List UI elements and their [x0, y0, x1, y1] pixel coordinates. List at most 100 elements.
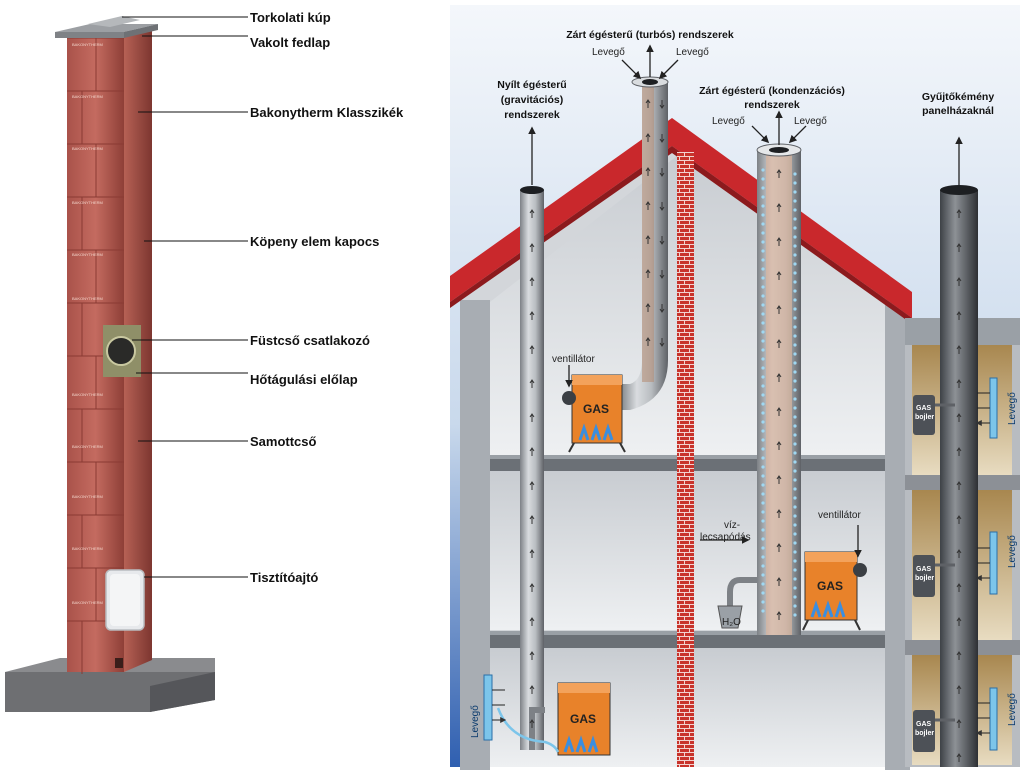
condensate-label-2: lecsapódás: [700, 532, 751, 543]
condensate-drop: [793, 244, 797, 248]
condensate-drop: [793, 433, 797, 437]
brand-mark: BAKONYTHERM: [72, 200, 103, 205]
turbo-air-right: Levegő: [676, 47, 709, 58]
open-system-flue: [520, 190, 544, 750]
condensate-drop: [761, 528, 765, 532]
condensate-drop: [761, 564, 765, 568]
flow-arrow: [776, 611, 782, 620]
flow-arrow: [529, 617, 535, 626]
flow-arrow: [956, 549, 962, 558]
condensate-drop: [761, 231, 765, 235]
chimney-cover-plate: [55, 24, 158, 32]
condensate-drop: [793, 505, 797, 509]
condensate-drop: [793, 325, 797, 329]
condensate-drop: [793, 496, 797, 500]
brand-mark: BAKONYTHERM: [72, 252, 103, 257]
flow-arrow: [645, 99, 651, 108]
flow-arrow: [956, 685, 962, 694]
flow-arrow: [956, 651, 962, 660]
flow-arrow: [645, 201, 651, 210]
flow-arrow: [956, 209, 962, 218]
flow-arrow: [645, 133, 651, 142]
flow-arrow: [776, 543, 782, 552]
brand-mark: BAKONYTHERM: [72, 94, 103, 99]
condensing-boiler-gas: GAS: [817, 579, 843, 593]
flow-arrow: [776, 509, 782, 518]
open-boiler-gas: GAS: [570, 712, 596, 726]
condensate-drop: [761, 411, 765, 415]
turbo-boiler: GAS: [562, 374, 626, 453]
condensate-drop: [761, 447, 765, 451]
svg-text:bojler: bojler: [915, 414, 934, 421]
condensate-drop: [761, 321, 765, 325]
condensing-air-in-left: [751, 125, 770, 144]
condensing-system-title-2: rendszerek: [744, 99, 800, 111]
flow-arrow: [659, 236, 665, 245]
condensate-drop: [761, 456, 765, 460]
condensate-drop: [761, 213, 765, 217]
label-clip: Köpeny elem kapocs: [250, 234, 379, 249]
turbo-air-left: Levegő: [592, 47, 625, 58]
svg-text:bojler: bojler: [915, 730, 934, 737]
flow-arrow: [645, 269, 651, 278]
flow-arrow: [776, 271, 782, 280]
fan-label-turbo: ventillátor: [552, 354, 595, 365]
condensate-drop: [793, 370, 797, 374]
air-vent-middle: [977, 531, 998, 595]
flow-arrow: [659, 304, 665, 313]
condensate-drop: [793, 415, 797, 419]
flow-arrow: [956, 243, 962, 252]
flow-arrow: [529, 719, 535, 728]
condensing-system-title-1: Zárt égésterű (kondenzációs): [699, 85, 845, 97]
condensate-drop: [793, 343, 797, 347]
condensate-drop: [793, 316, 797, 320]
condensate-drop: [793, 523, 797, 527]
air-vent-bottom: [977, 687, 998, 751]
open-system-title-3: rendszerek: [504, 109, 560, 121]
brand-mark: BAKONYTHERM: [72, 42, 103, 47]
condensate-drop: [793, 172, 797, 176]
condensate-drop: [793, 253, 797, 257]
flow-arrow: [776, 407, 782, 416]
condensate-drop: [793, 577, 797, 581]
flow-arrow: [529, 209, 535, 218]
flow-arrow: [529, 345, 535, 354]
condensate-drop: [761, 366, 765, 370]
condensate-drop: [761, 186, 765, 190]
label-liner: Samottcső: [250, 434, 317, 449]
brand-mark: BAKONYTHERM: [72, 296, 103, 301]
flow-arrow: [529, 243, 535, 252]
condensate-drop: [761, 519, 765, 523]
condensate-drop: [761, 492, 765, 496]
panel-boiler-middle: GAS bojler: [913, 555, 955, 597]
condensate-drop: [793, 217, 797, 221]
condensate-drop: [793, 442, 797, 446]
building-illustration: H₂O GAS GAS GAS: [450, 5, 1020, 770]
flow-arrow: [956, 413, 962, 422]
condensate-drop: [793, 541, 797, 545]
condensate-drop: [793, 559, 797, 563]
condensate-drop: [793, 586, 797, 590]
condensate-drop: [793, 451, 797, 455]
condensing-boiler: GAS: [802, 551, 867, 631]
flow-arrow: [529, 481, 535, 490]
condensate-drain: [727, 577, 757, 606]
condensate-drop: [761, 303, 765, 307]
condensate-drop: [761, 465, 765, 469]
condensate-drop: [793, 289, 797, 293]
condensate-drop: [761, 384, 765, 388]
condensate-drop: [761, 501, 765, 505]
flow-arrow: [956, 753, 962, 762]
condensate-drop: [761, 330, 765, 334]
condensate-drop: [793, 280, 797, 284]
condensate-drop: [793, 181, 797, 185]
brand-mark: BAKONYTHERM: [72, 494, 103, 499]
condensate-drop: [761, 591, 765, 595]
condensate-drop: [761, 195, 765, 199]
flow-arrow: [776, 237, 782, 246]
condensate-drop: [761, 438, 765, 442]
condensing-air-in-right: [788, 125, 807, 144]
condensate-drop: [793, 532, 797, 536]
condensing-air-right: Levegő: [794, 116, 827, 127]
